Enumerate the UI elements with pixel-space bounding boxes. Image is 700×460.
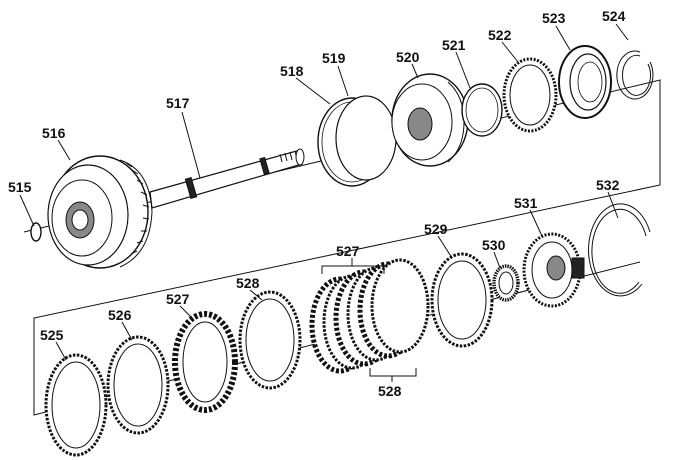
callout-522: 522: [488, 27, 512, 43]
callout-520: 520: [396, 49, 420, 65]
callout-515: 515: [8, 179, 32, 195]
part-521-ring: [461, 83, 503, 137]
part-517-shaft: [149, 148, 305, 209]
clutch-pack-527-528: [309, 258, 430, 374]
callout-526: 526: [108, 307, 132, 323]
part-520-housing: [391, 73, 469, 167]
part-525-plate: [44, 353, 108, 457]
callout-523: 523: [542, 10, 566, 26]
part-527-friction-plate: [172, 311, 238, 413]
part-524-snap-ring: [616, 50, 654, 100]
callout-labels: 515 516 517 518 519 520 521 522 523 524 …: [8, 8, 626, 399]
callout-528-left: 528: [236, 275, 260, 291]
part-528-plate: [238, 290, 302, 390]
leader-lines: [19, 23, 629, 382]
part-526-plate: [106, 335, 170, 435]
callout-532: 532: [596, 177, 620, 193]
part-529-plate: [430, 252, 494, 348]
part-519-ring: [335, 95, 397, 181]
callout-521: 521: [442, 37, 466, 53]
part-523-seal: [558, 45, 612, 119]
callout-525: 525: [40, 327, 64, 343]
part-515-washer: [30, 222, 42, 242]
part-531-hub: [522, 232, 585, 308]
callout-517: 517: [166, 95, 190, 111]
callout-529: 529: [424, 221, 448, 237]
callout-516: 516: [42, 125, 66, 141]
part-522-toothed-ring: [502, 57, 558, 133]
part-516-drum: [47, 155, 153, 269]
part-532-snap-ring: [588, 203, 651, 297]
callout-530: 530: [482, 237, 506, 253]
callout-527-pack: 527: [336, 243, 360, 259]
callout-527-left: 527: [166, 291, 190, 307]
callout-524: 524: [602, 8, 626, 24]
callout-528-pack: 528: [378, 383, 402, 399]
callout-518: 518: [280, 63, 304, 79]
callout-531: 531: [514, 195, 538, 211]
callout-519: 519: [322, 50, 346, 66]
part-530-bearing: [492, 264, 520, 302]
